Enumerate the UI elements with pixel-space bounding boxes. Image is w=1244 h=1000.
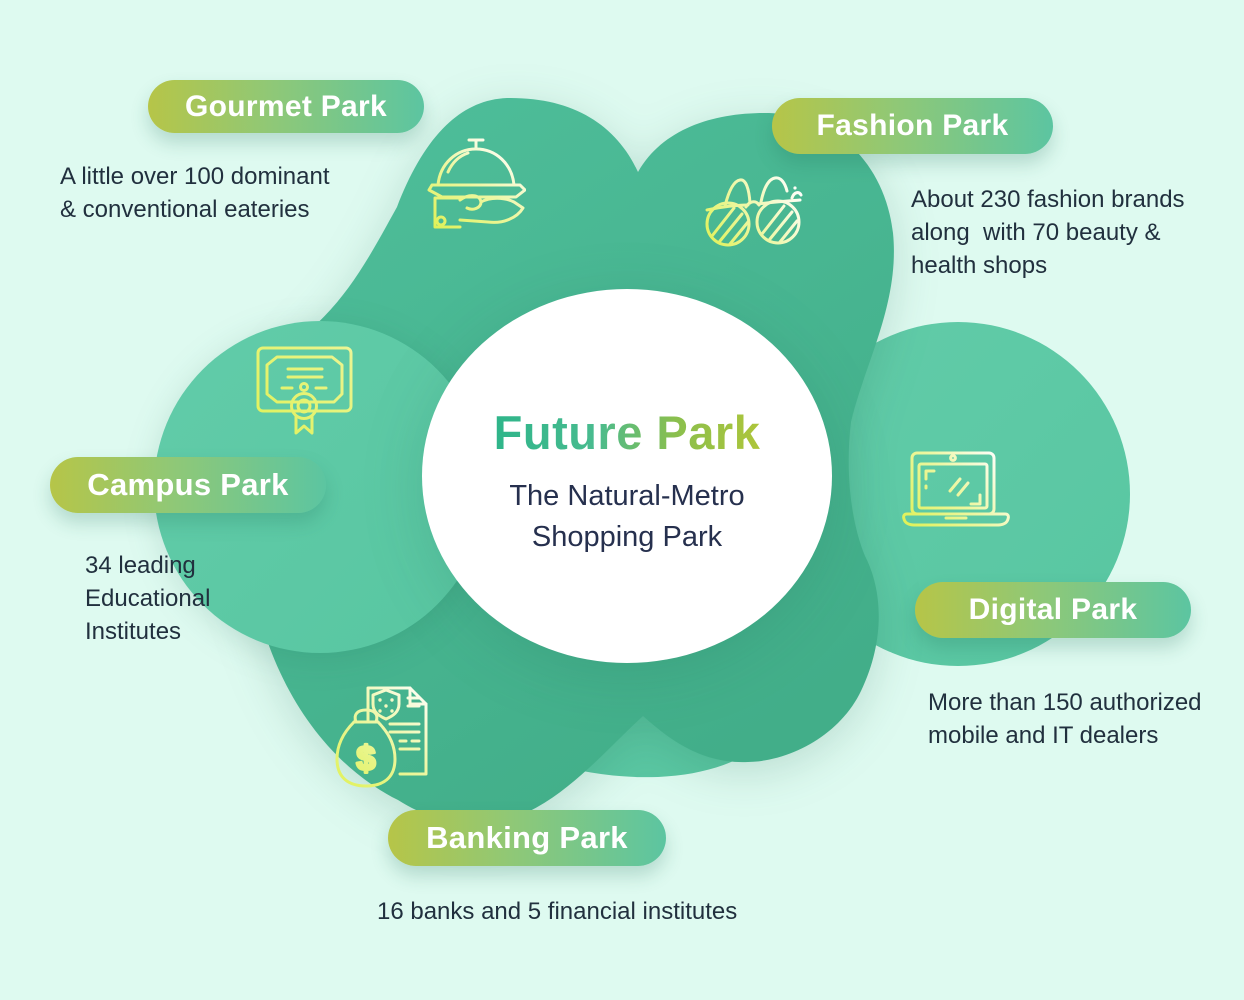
pill-fashion-park: Fashion Park bbox=[772, 98, 1053, 154]
money-bag-icon: $ bbox=[330, 676, 436, 792]
pill-gourmet-park: Gourmet Park bbox=[148, 80, 424, 133]
pill-banking-park: Banking Park bbox=[388, 810, 666, 866]
fashion-park-description: About 230 fashion brands along with 70 b… bbox=[911, 186, 1185, 279]
pill-digital-park: Digital Park bbox=[915, 582, 1191, 638]
svg-text:$: $ bbox=[357, 740, 376, 778]
center-text-block: Future Park The Natural-Metro Shopping P… bbox=[427, 405, 827, 558]
pill-label: Digital Park bbox=[968, 593, 1138, 626]
pill-label: Fashion Park bbox=[816, 109, 1009, 142]
pill-label: Campus Park bbox=[87, 467, 289, 502]
digital-park-description: More than 150 authorized mobile and IT d… bbox=[928, 689, 1202, 749]
sunglasses-icon bbox=[698, 168, 804, 248]
laptop-icon bbox=[902, 448, 1010, 530]
center-circle bbox=[422, 289, 832, 663]
pill-label: Banking Park bbox=[426, 820, 628, 855]
banking-park-description: 16 banks and 5 financial institutes bbox=[377, 898, 738, 925]
certificate-icon bbox=[252, 340, 356, 438]
pill-campus-park: Campus Park bbox=[50, 457, 326, 513]
campus-park-description: 34 leading Educational Institutes bbox=[85, 552, 211, 645]
page-title: Future Park bbox=[493, 406, 761, 459]
pill-label: Gourmet Park bbox=[185, 89, 387, 123]
cloche-icon bbox=[426, 134, 526, 230]
page-subtitle: The Natural-Metro Shopping Park bbox=[509, 480, 745, 553]
gourmet-park-description: A little over 100 dominant & conventiona… bbox=[60, 163, 330, 223]
